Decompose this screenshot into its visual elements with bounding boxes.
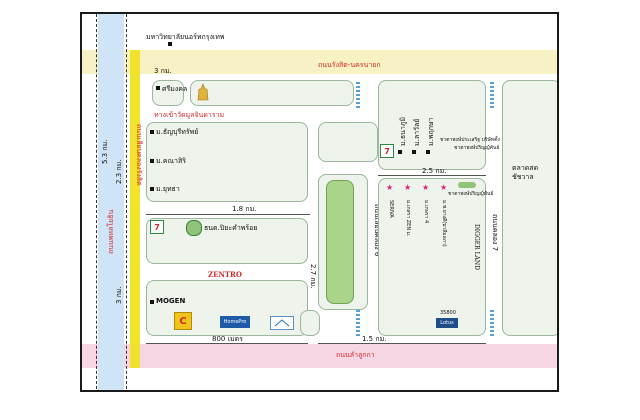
distance-3km-left: 3 กม.: [115, 286, 123, 304]
university-marker: [168, 42, 172, 46]
distance-1-5km-line: [318, 343, 486, 344]
road-lamlukka: [82, 344, 557, 368]
distance-2-5km: 2.5 กม.: [422, 167, 447, 175]
block-temple: [190, 80, 354, 106]
junction-label: ทางเข้าวัดมูลจินดาราม: [154, 111, 225, 119]
village-bottom-1: SERIVA: [388, 200, 394, 218]
seven-eleven-left-icon: 7: [150, 220, 164, 234]
distance-800m-line: [146, 343, 308, 344]
village-bottom-4: ม.ช.ยางดี(บาลีมลภา): [441, 200, 447, 247]
village-3-marker: [426, 150, 430, 154]
block-srimongkol: [152, 80, 184, 106]
thai-rice-mid-icon: [458, 182, 476, 188]
lotus-top-label: 35800: [440, 310, 456, 316]
distance-2-7km: 2.7 กม.: [309, 264, 317, 289]
right-road-label: ถนนคลอง 7: [491, 214, 499, 252]
block-bank: [146, 218, 308, 264]
distance-2-5km-line: [378, 175, 486, 176]
star-2: ★: [404, 183, 412, 192]
block-villages-left: [146, 122, 308, 202]
market-text: ตลาดสด ชัชวาล: [512, 164, 539, 181]
star-3: ★: [422, 183, 430, 192]
seven-eleven-right-icon: 7: [380, 144, 394, 158]
homepro-text: HomePro: [223, 319, 247, 325]
thai-rice-right-label: ชาตาพงษ์ปริญญ์พันธ์: [454, 145, 500, 151]
distance-3km-top: 3 กม.: [154, 67, 172, 75]
market-label: ตลาดสด ชัชวาล: [512, 164, 552, 182]
village-3-label: ม.พฤกษา: [427, 117, 435, 146]
bank-icon: [186, 220, 202, 236]
road-rangsit-nakhonnayok: [82, 50, 557, 74]
seven-left-text: 7: [154, 222, 160, 232]
block-market: [502, 80, 557, 336]
thai-rice-top-label: ชาตาพงษ์ประเสริฐ บริษัทตั้ง: [440, 137, 500, 143]
star-4: ★: [440, 183, 448, 192]
thai-rice-mid-label: ชาตาพงษ์ปริญญ์พันธ์: [448, 191, 494, 197]
canal-stripe-top: [356, 80, 360, 108]
road-bottom-label: ถนนลำลูกกา: [336, 351, 375, 359]
srimongkol-label: ศรีมงคล: [162, 85, 188, 93]
canal-stripe-right-bottom: [490, 310, 494, 336]
road-top-label: ถนนรังสิต-นครนายก: [318, 61, 381, 69]
mogen-label: MOGEN: [156, 297, 186, 305]
village-2-marker: [412, 150, 416, 154]
village-1-marker: [398, 150, 402, 154]
block-right-villages: [378, 80, 486, 170]
srimongkol-marker: [156, 86, 160, 90]
thanyaburi-marker: [150, 130, 154, 134]
distance-1-8km: 1.8 กม.: [232, 205, 257, 213]
thanyaburi-label: ม.ธัญบุรีทรัพย์: [156, 128, 199, 136]
distance-5-3km: 5.3 กม.: [101, 139, 109, 164]
village-1-label: ม.ธนาภูมิ: [399, 116, 407, 146]
zentro-label: ZENTRO: [208, 270, 242, 279]
distance-1-5km: 1.5 กม.: [362, 335, 387, 343]
distance-800m: 800 เมตร: [212, 335, 243, 343]
road-left-secondary-label: ถนนเลียบคลองรังสิต: [135, 124, 143, 186]
star-1: ★: [386, 183, 394, 192]
road-left-label: ถนนพหลโยธิน: [107, 209, 115, 254]
road-phahonyothin: [98, 14, 124, 390]
village-bottom-3: ม.เกษรา 4: [423, 200, 429, 224]
park: [326, 180, 354, 304]
dashed-line-1: [96, 14, 97, 390]
map-canvas: ถนนรังสิต-นครนายก ถนนลำลูกกา ถนนพหลโยธิน…: [80, 12, 559, 392]
temple-icon: [196, 82, 210, 102]
canal-stripe-bottom: [356, 306, 360, 336]
cj-store-icon: C: [174, 312, 192, 330]
lotus-icon: Lotus: [436, 318, 458, 328]
khanasit-marker: [150, 159, 154, 163]
village-2-label: ม.ลาวัลย์: [413, 118, 421, 146]
homepro-icon: HomePro: [220, 316, 250, 328]
block-right-lower: [378, 178, 486, 336]
block-small-bottom: [300, 310, 320, 336]
village-bottom-2: ม.เกสรา ZEN ม.: [405, 200, 411, 237]
road-khlong-rangsit: [130, 50, 140, 368]
distance-2-3km: 2.3 กม.: [115, 159, 123, 184]
dashed-line-2: [126, 14, 127, 390]
house-brand-icon: [270, 316, 294, 330]
seven-right-text: 7: [384, 146, 390, 156]
lotus-text: Lotus: [440, 320, 454, 326]
bank-label: ธนต.ปิยะคำพร้อย: [204, 224, 258, 232]
khanasit-label: ม.คณาสิริ: [156, 157, 186, 165]
university-label: มหาวิทยาลัยนอร์ทกรุงเทพ: [146, 33, 225, 41]
digger-land-label: DIGGER LAND: [473, 224, 480, 270]
yutha-label: ม.ยุทธา: [156, 185, 180, 193]
distance-1-8km-line: [146, 214, 310, 215]
mogen-marker: [150, 300, 154, 304]
yutha-marker: [150, 187, 154, 191]
block-center-top: [318, 122, 378, 162]
canal-stripe-right: [490, 80, 494, 108]
